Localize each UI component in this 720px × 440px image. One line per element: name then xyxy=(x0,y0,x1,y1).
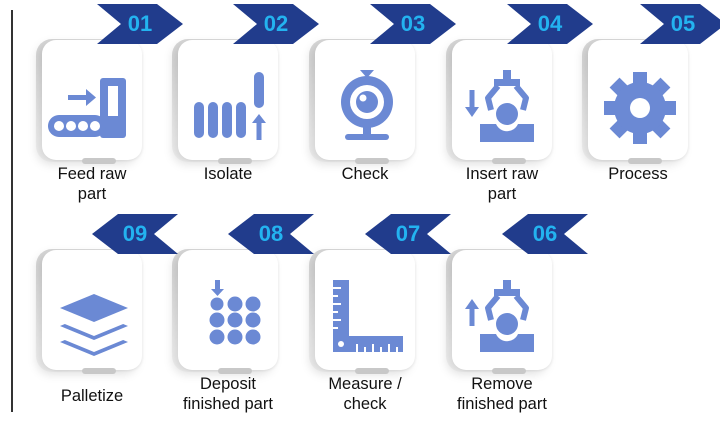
step-06-number: 06 xyxy=(532,221,558,246)
step-04-number: 04 xyxy=(537,11,563,36)
step-07-tile xyxy=(315,250,415,374)
badge-02 xyxy=(233,4,319,44)
step-08-tile xyxy=(178,250,278,374)
deposit-grid-icon xyxy=(209,280,261,345)
step-03-label: Check xyxy=(341,165,389,183)
step-07-number: 07 xyxy=(395,221,421,246)
badge-03 xyxy=(370,4,456,44)
step-02-number: 02 xyxy=(263,11,289,36)
badge-08 xyxy=(228,214,314,254)
step-09-number: 09 xyxy=(122,221,148,246)
step-01: 01 Feed raw part xyxy=(36,4,183,230)
badge-07 xyxy=(365,214,451,254)
gripper-remove-icon xyxy=(465,280,534,352)
step-05-label: Process xyxy=(608,165,668,183)
step-06: 06 Remove finished part xyxy=(446,214,588,440)
badge-09 xyxy=(92,214,178,254)
isolate-icon xyxy=(194,72,266,140)
badge-05 xyxy=(640,4,720,44)
camera-icon xyxy=(341,70,393,140)
badge-01 xyxy=(97,4,183,44)
step-01-label: Feed raw part xyxy=(57,165,127,203)
ruler-square-icon xyxy=(333,280,403,352)
step-06-tile xyxy=(452,250,552,374)
step-02-label: Isolate xyxy=(203,165,253,183)
step-09-label: Palletize xyxy=(60,387,124,405)
step-04: 04 Insert raw part xyxy=(446,4,593,230)
step-08: 08 Deposit finished part xyxy=(172,214,314,440)
step-03: 03 Check xyxy=(309,4,456,230)
gripper-insert-icon xyxy=(465,70,534,142)
step-08-label: Deposit finished part xyxy=(183,375,273,413)
feeder-icon xyxy=(48,78,126,138)
step-07: 07 Measure / check xyxy=(309,214,451,440)
layers-icon xyxy=(60,294,128,356)
step-09: 09 Palletize xyxy=(36,214,178,440)
step-05-tile xyxy=(588,40,688,164)
step-06-label: Remove finished part xyxy=(457,375,547,413)
step-01-tile xyxy=(42,40,142,164)
step-05: 05 Process xyxy=(582,4,720,230)
step-02-tile xyxy=(178,40,278,164)
step-05-number: 05 xyxy=(670,11,696,36)
step-09-tile xyxy=(42,250,142,374)
badge-04 xyxy=(507,4,593,44)
step-03-tile xyxy=(315,40,415,164)
step-02: 02 Isolate xyxy=(172,4,319,230)
step-04-label: Insert raw part xyxy=(465,165,539,203)
step-04-tile xyxy=(452,40,552,164)
step-01-number: 01 xyxy=(127,11,153,36)
step-03-number: 03 xyxy=(400,11,426,36)
gear-icon xyxy=(604,72,676,144)
step-07-label: Measure / check xyxy=(328,375,402,413)
badge-06 xyxy=(502,214,588,254)
left-divider-line xyxy=(11,10,13,412)
step-08-number: 08 xyxy=(258,221,284,246)
